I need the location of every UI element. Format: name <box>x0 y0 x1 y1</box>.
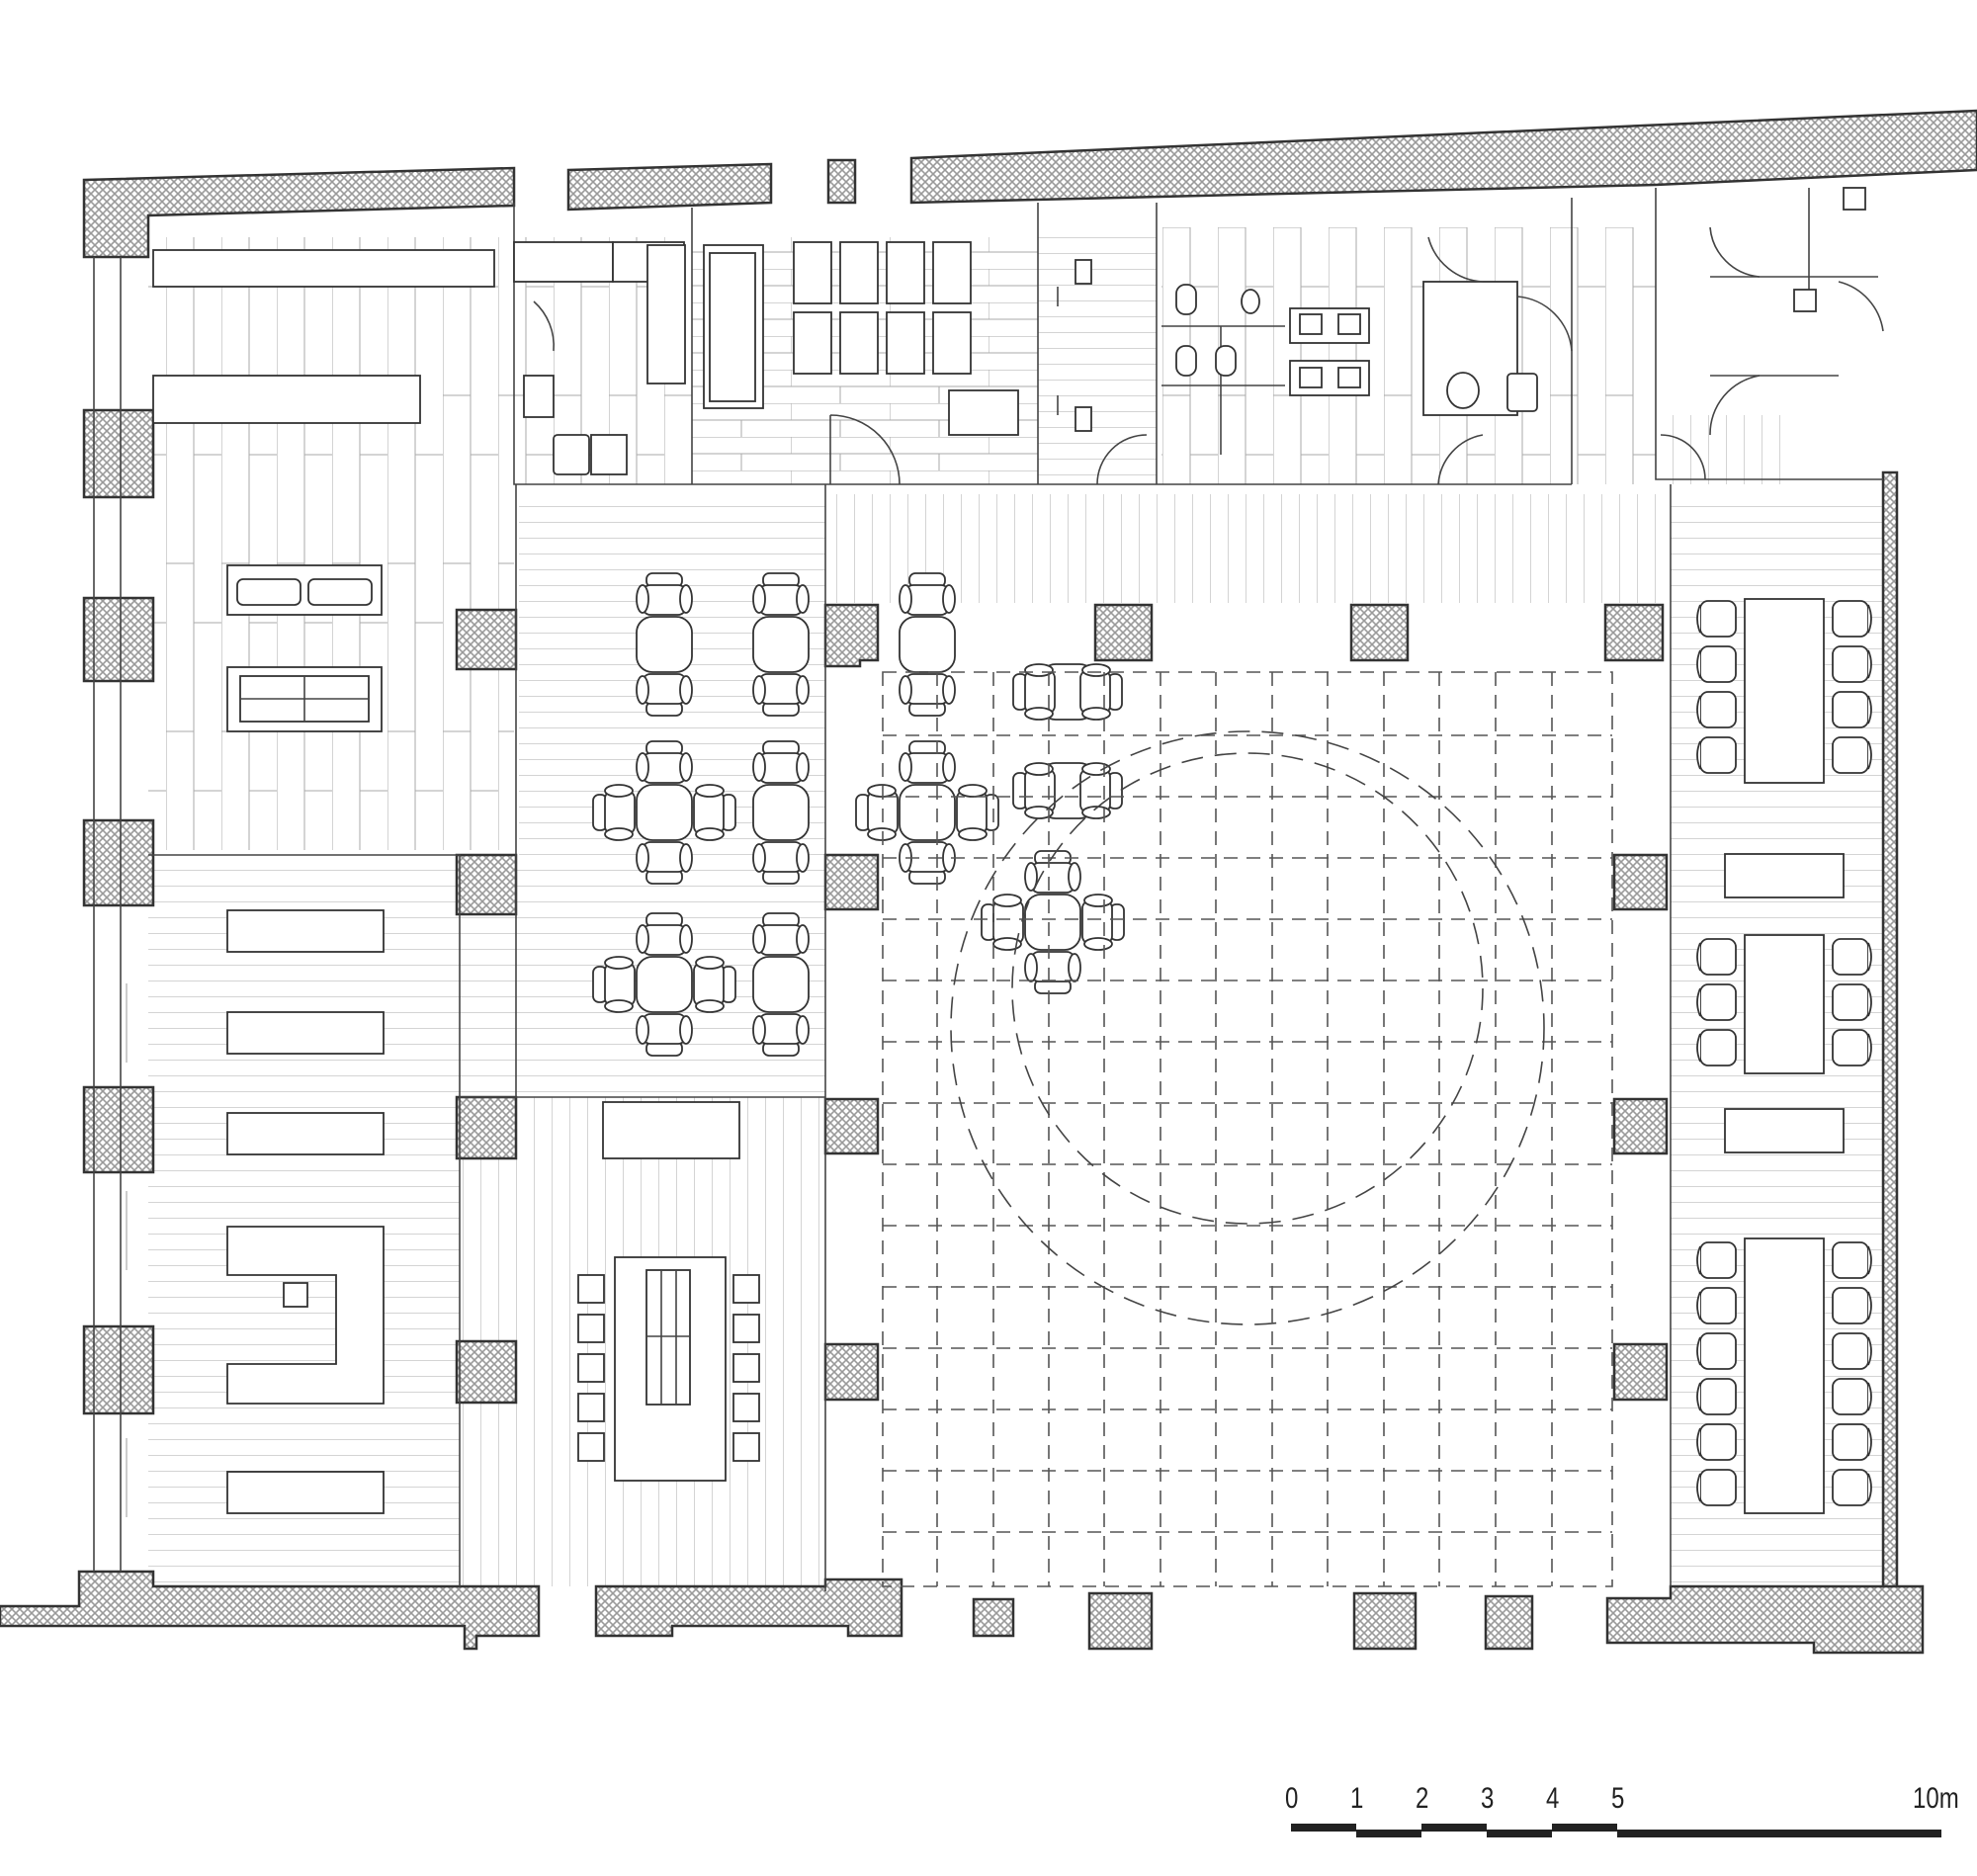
west-workstations <box>126 909 385 1517</box>
scale-bar <box>1291 1824 1941 1837</box>
scale-label-2: 2 <box>1416 1782 1429 1815</box>
kitchen <box>513 241 686 475</box>
event-hall <box>882 671 1613 1587</box>
scale-label-4: 4 <box>1546 1782 1560 1815</box>
partitions <box>148 188 1883 1591</box>
meeting-room <box>577 1101 760 1482</box>
scale-label-5: 5 <box>1611 1782 1625 1815</box>
meeting-chairs <box>577 1274 760 1462</box>
scale-label-0: 0 <box>1285 1782 1299 1815</box>
east-workstations <box>1696 598 1872 1514</box>
restrooms <box>1161 187 1884 485</box>
scale-label-1: 1 <box>1350 1782 1364 1815</box>
scale-label-3: 3 <box>1481 1782 1495 1815</box>
locker-room <box>703 241 1148 485</box>
scale-label-10m: 10m <box>1913 1782 1959 1815</box>
walls <box>0 109 1977 1655</box>
lounge <box>152 249 495 732</box>
locker-bank <box>793 241 972 375</box>
